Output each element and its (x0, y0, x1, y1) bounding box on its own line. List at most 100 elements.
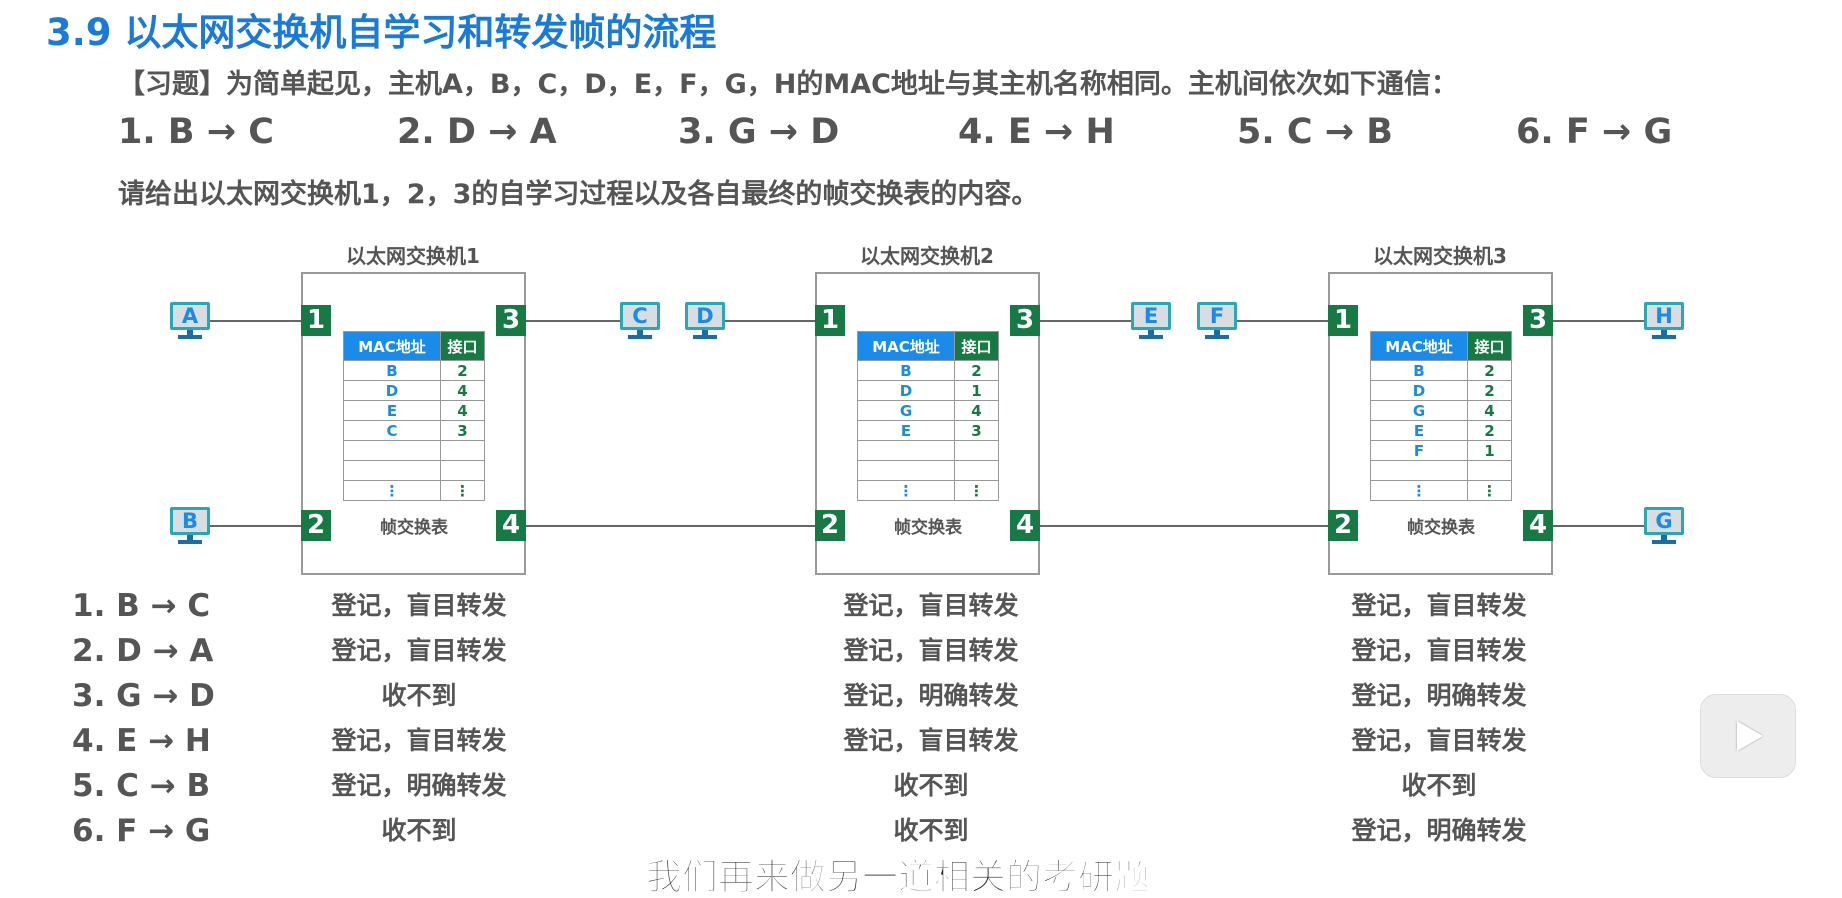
switch-3-result: 收不到 (1401, 771, 1477, 800)
port-cell: 4 (440, 400, 485, 421)
mac-cell: G (857, 400, 955, 421)
host-d: D (685, 302, 725, 342)
link-a-sw1 (210, 320, 302, 322)
mac-cell: D (857, 380, 955, 401)
host-b: B (170, 507, 210, 547)
table-row (857, 460, 999, 481)
table-row (1370, 460, 1512, 481)
switch-1-result: 登记，明确转发 (331, 771, 507, 800)
port-cell (440, 440, 485, 461)
mac-cell (1370, 460, 1468, 481)
computer-icon: C (620, 302, 660, 330)
mac-cell: ⋮ (1370, 480, 1468, 501)
table-row (857, 440, 999, 461)
port-cell: ⋮ (440, 480, 485, 501)
mac-header: MAC地址 (343, 331, 441, 361)
port-cell (1467, 460, 1512, 481)
computer-icon: F (1197, 302, 1237, 330)
port-header: 接口 (1467, 331, 1512, 361)
host-e: E (1131, 302, 1171, 342)
flow-6: 6. F → G (1516, 112, 1673, 152)
play-icon (1737, 721, 1763, 751)
switch-2-port-3: 3 (1010, 305, 1040, 336)
port-cell: 3 (954, 420, 999, 441)
switch-1-result: 登记，盲目转发 (331, 591, 507, 620)
computer-icon: E (1131, 302, 1171, 330)
table-row: ⋮⋮ (857, 480, 999, 501)
switch-1-port-1: 1 (301, 305, 331, 336)
switch-1-port-4: 4 (496, 510, 526, 541)
switch-1-port-3: 3 (496, 305, 526, 336)
switch-3-port-1: 1 (1328, 305, 1358, 336)
link-sw3-h (1551, 320, 1644, 322)
play-button[interactable] (1700, 694, 1796, 778)
mac-cell: C (343, 420, 441, 441)
result-row-label: 5. C → B (72, 768, 211, 804)
link-b-sw1 (210, 525, 302, 527)
mac-cell: D (1370, 380, 1468, 401)
switch-1 (301, 272, 526, 575)
switch-1-result: 登记，盲目转发 (331, 636, 507, 665)
mac-cell (857, 440, 955, 461)
port-cell: 1 (1467, 440, 1512, 461)
table-row: ⋮⋮ (1370, 480, 1512, 501)
switch-2-result: 登记，盲目转发 (843, 726, 1019, 755)
port-cell: 2 (1467, 420, 1512, 441)
switch-2-result: 登记，盲目转发 (843, 636, 1019, 665)
exercise-question: 请给出以太网交换机1，2，3的自学习过程以及各自最终的帧交换表的内容。 (118, 179, 1039, 210)
switch-3-result: 登记，盲目转发 (1351, 591, 1527, 620)
flow-4: 4. E → H (958, 112, 1115, 152)
result-row-label: 2. D → A (72, 633, 214, 669)
mac-cell: F (1370, 440, 1468, 461)
link-sw2-e (1039, 320, 1131, 322)
mac-cell (343, 460, 441, 481)
mac-cell: B (1370, 360, 1468, 381)
switch-3-result: 登记，明确转发 (1351, 816, 1527, 845)
table-row: ⋮⋮ (343, 480, 485, 501)
host-c: C (620, 302, 660, 342)
switch-3-port-3: 3 (1523, 305, 1553, 336)
port-cell (440, 460, 485, 481)
switch-3-port-4: 4 (1523, 510, 1553, 541)
mac-cell: G (1370, 400, 1468, 421)
port-cell: ⋮ (954, 480, 999, 501)
port-header: 接口 (954, 331, 999, 361)
mac-cell: E (1370, 420, 1468, 441)
switch-2-port-2: 2 (815, 510, 845, 541)
host-f: F (1197, 302, 1237, 342)
computer-icon: H (1644, 302, 1684, 330)
switch-3-result: 登记，盲目转发 (1351, 726, 1527, 755)
link-sw1-c (525, 320, 620, 322)
result-row-label: 1. B → C (72, 588, 211, 624)
switch-2-port-1: 1 (815, 305, 845, 336)
result-row-label: 4. E → H (72, 723, 211, 759)
port-cell: 2 (440, 360, 485, 381)
port-cell: 2 (954, 360, 999, 381)
link-sw1-sw2 (525, 525, 817, 527)
port-cell: ⋮ (1467, 480, 1512, 501)
computer-icon: A (170, 302, 210, 330)
result-row-label: 3. G → D (72, 678, 215, 714)
mac-cell (343, 440, 441, 461)
mac-header: MAC地址 (1370, 331, 1468, 361)
flow-3: 3. G → D (678, 112, 840, 152)
host-g: G (1644, 507, 1684, 547)
link-f-sw3 (1237, 320, 1329, 322)
computer-icon: B (170, 507, 210, 535)
switch-1-result: 收不到 (381, 816, 457, 845)
port-cell (954, 440, 999, 461)
switch-2-label: 以太网交换机2 (860, 244, 994, 268)
table-row (343, 460, 485, 481)
table-caption: 帧交换表 (1407, 518, 1475, 538)
switch-2 (815, 272, 1040, 575)
